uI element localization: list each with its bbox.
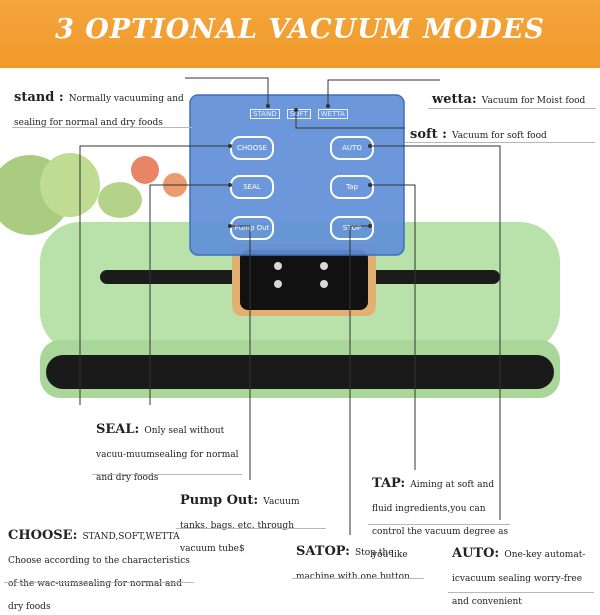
- choose-button[interactable]: CHOOSE: [230, 136, 274, 160]
- callout-wetta: wetta: Vacuum for Moist food: [432, 86, 597, 110]
- callout-pump-out: Pump Out: Vacuum tanks, bags, etc. throu…: [180, 487, 330, 557]
- seal-button[interactable]: SEAL: [230, 175, 274, 199]
- pump-out-button[interactable]: Pump Out: [230, 216, 274, 240]
- callout-tap: TAP: Aiming at soft and fluid ingredient…: [372, 470, 512, 563]
- callout-wetta-desc: Vacuum for Moist food: [481, 96, 586, 106]
- callout-wetta-key: wetta:: [432, 92, 477, 107]
- stop-button[interactable]: STOP: [330, 216, 374, 240]
- title-banner: 3 OPTIONAL VACUUM MODES: [0, 0, 600, 68]
- callout-soft-desc: Vacuum for soft food: [452, 131, 547, 141]
- panel-indicators: [274, 262, 328, 288]
- mode-label-soft: SOFT: [286, 109, 311, 119]
- callout-seal-key: SEAL:: [96, 422, 140, 437]
- vacuum-sealer-illustration: [0, 94, 560, 398]
- callout-pump-out-key: Pump Out:: [180, 493, 259, 508]
- callout-stand: stand : Normally vacuuming and sealing f…: [14, 84, 189, 131]
- callout-seal: SEAL: Only seal without vacuu-muumsealin…: [96, 416, 246, 486]
- callout-stand-key: stand :: [14, 90, 64, 105]
- callout-satop: SATOP: Stop the machine with one button: [296, 538, 426, 585]
- zoomed-panel: [190, 95, 404, 255]
- mode-label-row: STAND SOFT WETTA: [250, 109, 380, 119]
- callout-pump-out-desc: Vacuum tanks, bags, etc. through vacuum …: [180, 497, 300, 555]
- callout-lines: [79, 77, 501, 535]
- sealing-strip: [46, 355, 554, 389]
- callout-choose-desc: STAND,SOFT,WETTA Choose according to the…: [8, 532, 190, 613]
- callout-auto-key: AUTO:: [452, 546, 500, 561]
- callout-soft: soft : Vacuum for soft food: [410, 121, 590, 145]
- left-vent: [100, 270, 250, 284]
- callout-tap-key: TAP:: [372, 476, 406, 491]
- callout-satop-desc: Stop the machine with one button: [296, 548, 410, 582]
- callout-stand-desc: Normally vacuuming and sealing for norma…: [14, 94, 184, 128]
- callout-satop-key: SATOP:: [296, 544, 350, 559]
- tap-button[interactable]: Tap: [330, 175, 374, 199]
- callout-seal-desc: Only seal without vacuu-muumsealing for …: [96, 426, 239, 484]
- auto-button[interactable]: AUTO: [330, 136, 374, 160]
- callout-tap-desc: Aiming at soft and fluid ingredients,you…: [372, 480, 509, 561]
- callout-choose-key: CHOOSE:: [8, 528, 78, 543]
- mode-label-wetta: WETTA: [317, 109, 348, 119]
- right-vent: [350, 270, 500, 284]
- banner-title: 3 OPTIONAL VACUUM MODES: [55, 14, 545, 45]
- mode-label-stand: STAND: [250, 109, 280, 119]
- callout-choose: CHOOSE: STAND,SOFT,WETTA Choose accordin…: [8, 522, 193, 615]
- control-panel: [240, 250, 368, 310]
- callout-soft-key: soft :: [410, 127, 447, 142]
